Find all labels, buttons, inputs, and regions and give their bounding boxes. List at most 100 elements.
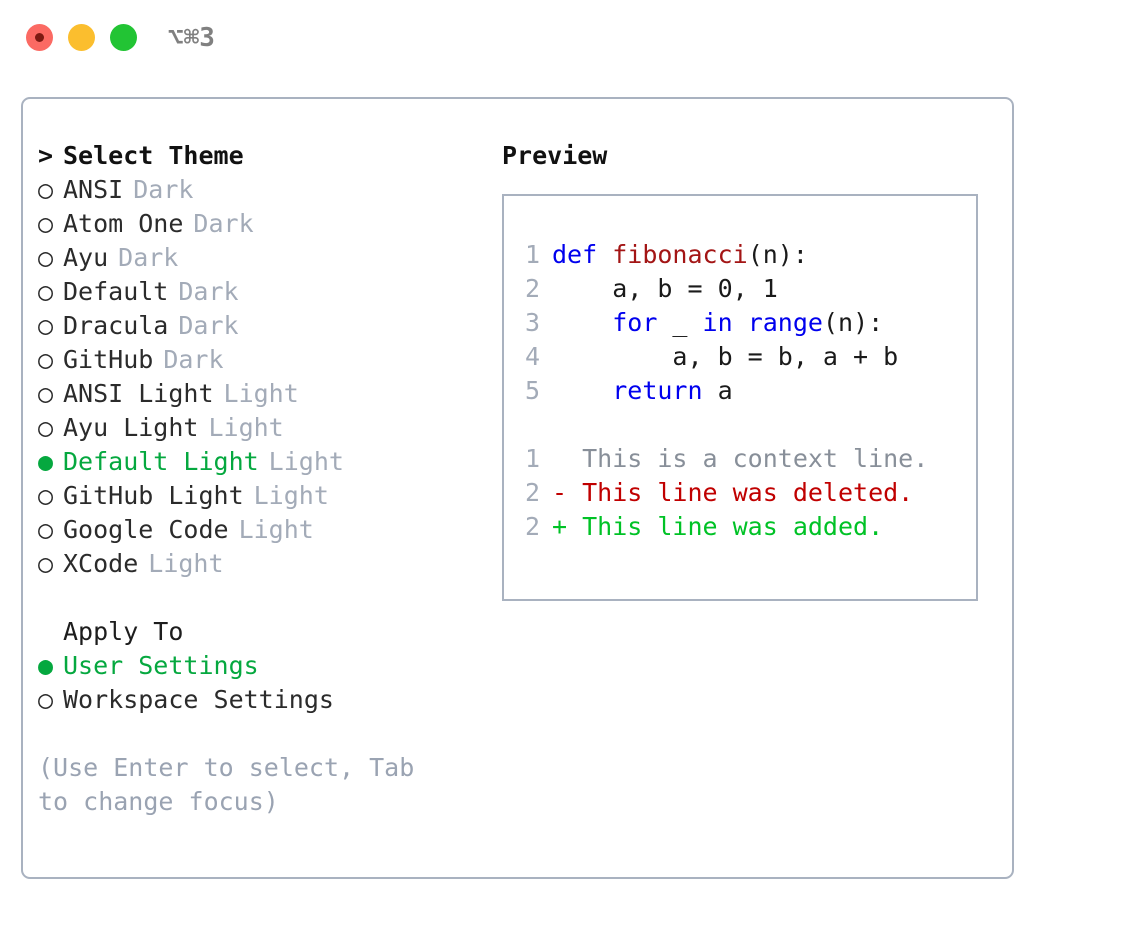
- radio-unselected-icon[interactable]: ○: [38, 175, 54, 204]
- theme-category-badge: Dark: [118, 243, 179, 272]
- radio-selected-icon[interactable]: ●: [38, 651, 54, 680]
- theme-category-badge: Light: [223, 379, 299, 408]
- diff-text: - This line was deleted.: [552, 478, 914, 507]
- code-token: a, b = b, a + b: [552, 342, 899, 371]
- code-line: 4 a, b = b, a + b: [518, 340, 972, 374]
- radio-unselected-icon[interactable]: ○: [38, 481, 54, 510]
- theme-name: ANSI Light: [63, 379, 214, 408]
- theme-category-badge: Light: [148, 549, 224, 578]
- code-text: a, b = 0, 1: [552, 272, 778, 306]
- close-button[interactable]: [26, 24, 53, 51]
- theme-name: Default: [63, 277, 169, 306]
- theme-list-item[interactable]: ○ Ayu Dark: [38, 241, 488, 275]
- apply-to-label: User Settings: [63, 651, 259, 680]
- diff-line: 2 - This line was deleted.: [518, 476, 972, 510]
- radio-unselected-icon[interactable]: ○: [38, 379, 54, 408]
- line-number: 5: [524, 376, 540, 405]
- spacer-bullet: ○: [38, 615, 63, 649]
- caret-icon: >: [38, 141, 54, 170]
- line-number: 2: [524, 512, 540, 541]
- radio-unselected-icon[interactable]: ○: [38, 549, 54, 578]
- code-token: _: [657, 308, 703, 337]
- keyboard-shortcut-label: ⌥⌘3: [168, 23, 215, 53]
- code-token: range: [747, 308, 823, 337]
- theme-category-badge: Dark: [178, 277, 239, 306]
- code-token: [733, 308, 748, 337]
- minimize-button[interactable]: [68, 24, 95, 51]
- code-token: [552, 376, 612, 405]
- theme-list-item[interactable]: ○ ANSI Dark: [38, 173, 488, 207]
- code-token: [552, 308, 612, 337]
- radio-unselected-icon[interactable]: ○: [38, 209, 54, 238]
- theme-name: ANSI: [63, 175, 124, 204]
- radio-unselected-icon[interactable]: ○: [38, 311, 54, 340]
- radio-selected-icon[interactable]: ●: [38, 447, 54, 476]
- theme-name: Ayu: [63, 243, 109, 272]
- window-controls: [26, 24, 137, 51]
- theme-list-item[interactable]: ○ Default Dark: [38, 275, 488, 309]
- theme-category-badge: Light: [253, 481, 329, 510]
- apply-to-list: ● User Settings ○ Workspace Settings: [38, 649, 488, 717]
- theme-list-item[interactable]: ○ ANSI Light Light: [38, 377, 488, 411]
- line-number: 2: [524, 274, 540, 303]
- code-token: return: [612, 376, 703, 405]
- theme-category-badge: Light: [238, 515, 314, 544]
- radio-unselected-icon[interactable]: ○: [38, 345, 54, 374]
- theme-name: Atom One: [63, 209, 184, 238]
- code-line: 5 return a: [518, 374, 972, 408]
- keyboard-hint: (Use Enter to select, Tab to change focu…: [38, 753, 430, 816]
- code-token: def: [552, 240, 613, 269]
- code-line: 2 a, b = 0, 1: [518, 272, 972, 306]
- code-text: def fibonacci(n):: [552, 238, 808, 272]
- radio-unselected-icon[interactable]: ○: [38, 277, 54, 306]
- line-number: 3: [524, 308, 540, 337]
- theme-category-badge: Light: [208, 413, 284, 442]
- theme-name: Default Light: [63, 447, 259, 476]
- theme-name: GitHub: [63, 345, 154, 374]
- theme-list-item[interactable]: ○ Dracula Dark: [38, 309, 488, 343]
- apply-to-title: Apply To: [63, 617, 184, 646]
- radio-unselected-icon[interactable]: ○: [38, 413, 54, 442]
- diff-line: 2 + This line was added.: [518, 510, 972, 544]
- radio-unselected-icon[interactable]: ○: [38, 515, 54, 544]
- apply-to-option[interactable]: ● User Settings: [38, 649, 488, 683]
- apply-to-option[interactable]: ○ Workspace Settings: [38, 683, 488, 717]
- theme-name: GitHub Light: [63, 481, 244, 510]
- code-token: a, b = 0, 1: [552, 274, 778, 303]
- theme-list-item[interactable]: ○ GitHub Light Light: [38, 479, 488, 513]
- code-token: in: [702, 308, 733, 337]
- line-number: 4: [524, 342, 540, 371]
- theme-category-badge: Dark: [133, 175, 194, 204]
- page-title: Select Theme: [63, 141, 244, 170]
- theme-name: Dracula: [63, 311, 169, 340]
- code-token: a: [702, 376, 733, 405]
- radio-unselected-icon[interactable]: ○: [38, 243, 54, 272]
- diff-text: This is a context line.: [552, 444, 929, 473]
- preview-title: Preview: [502, 141, 608, 170]
- radio-unselected-icon[interactable]: ○: [38, 685, 54, 714]
- section-spacer: [38, 581, 488, 615]
- theme-category-badge: Dark: [178, 311, 239, 340]
- apply-to-header: ○Apply To: [38, 615, 488, 649]
- code-token: (n):: [822, 308, 884, 337]
- maximize-button[interactable]: [110, 24, 137, 51]
- apply-to-label: Workspace Settings: [63, 685, 334, 714]
- diff-text: + This line was added.: [552, 512, 884, 541]
- diff-lines: 1 This is a context line.2- This line wa…: [518, 442, 972, 544]
- code-token: (n):: [747, 240, 808, 269]
- code-text: return a: [552, 374, 733, 408]
- line-number: 2: [524, 478, 540, 507]
